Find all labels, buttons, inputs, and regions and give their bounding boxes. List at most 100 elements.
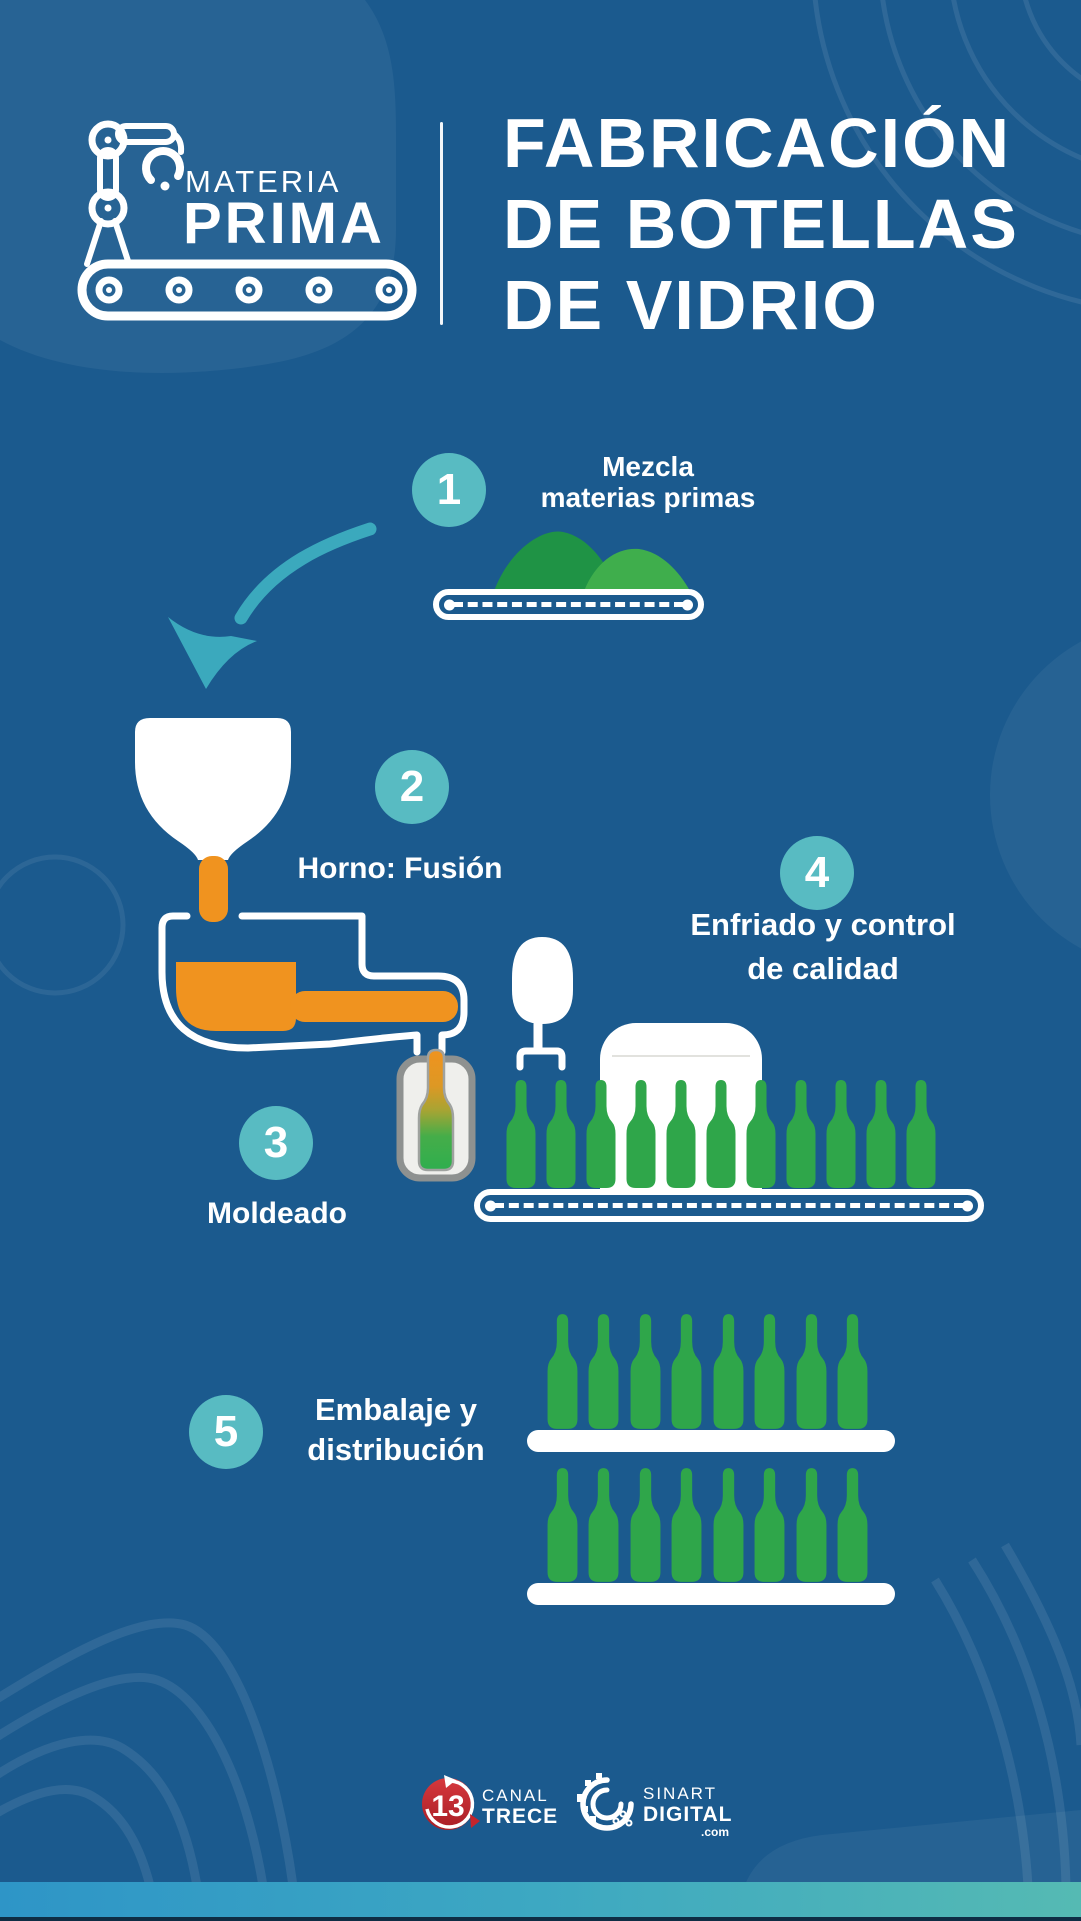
step-1-label: Mezcla materias primas	[498, 451, 798, 513]
belt-end-dot	[485, 1200, 496, 1211]
green-bottle-icon	[547, 1314, 578, 1429]
brand-name-bottom: PRIMA	[183, 191, 385, 256]
blob-right-circle	[990, 641, 1081, 949]
curved-arrow-icon	[168, 522, 377, 689]
wave-lines-bottom-left	[0, 1618, 298, 1888]
mound-light	[584, 548, 690, 591]
step-4-number-badge: 4	[780, 836, 854, 910]
green-bottle-icon	[754, 1468, 785, 1582]
sinart-line1: SINART	[643, 1784, 717, 1803]
shelf-bar-2	[527, 1583, 895, 1605]
sinart-digital-logo: SINART DIGITAL .com	[577, 1773, 732, 1839]
mound-dark	[494, 531, 619, 591]
green-bottle-icon	[796, 1314, 826, 1429]
cooling-conveyor-belt	[474, 1189, 984, 1222]
step-3-number-badge: 3	[239, 1106, 313, 1180]
brand-name-top: MATERIA	[185, 164, 342, 199]
wave-lines-bottom-right	[931, 1542, 1081, 1887]
step-5-label-line2: distribución	[307, 1432, 485, 1467]
green-bottle-icon	[826, 1080, 856, 1188]
step-3-number: 3	[263, 1118, 289, 1167]
step-2-label: Horno: Fusión	[297, 852, 503, 885]
mold-icon	[396, 1048, 476, 1182]
step-5-number-badge: 5	[189, 1395, 263, 1469]
title-line-1: FABRICACIÓN	[503, 104, 1012, 182]
step-4-label: Enfriado y control de calidad	[662, 903, 984, 991]
step-3-label: Moldeado	[207, 1197, 347, 1230]
green-bottle-icon	[837, 1314, 868, 1429]
ring-left-middle	[0, 854, 126, 996]
step-2-number-badge: 2	[375, 750, 449, 824]
green-bottle-icon	[866, 1080, 896, 1188]
step-1-number-badge: 1	[412, 453, 486, 527]
sinart-circuit-dots	[612, 1810, 633, 1827]
raw-material-mounds-icon	[494, 531, 690, 591]
canal13-line1: CANAL	[482, 1786, 549, 1805]
step-5-label: Embalaje y distribución	[285, 1390, 507, 1470]
step-1-label-line2: materias primas	[540, 482, 756, 513]
title-line-3: DE VIDRIO	[503, 266, 879, 344]
belt-dashed-line	[494, 1202, 964, 1208]
conveyor-roller-dots	[106, 287, 392, 293]
bottom-dark-strip	[0, 1917, 1081, 1921]
tunnel-seam-line	[612, 1055, 750, 1057]
robot-arm-conveyor-icon	[77, 120, 417, 321]
step-1-number: 1	[436, 465, 462, 514]
molten-glass-bowl	[176, 962, 296, 1031]
step-4-label-line1: Enfriado y control	[690, 907, 956, 942]
page-title: FABRICACIÓN DE BOTELLAS DE VIDRIO	[503, 103, 1019, 346]
green-bottle-icon	[671, 1468, 702, 1582]
canal13-number: 13	[431, 1790, 464, 1823]
title-line-2: DE BOTELLAS	[503, 185, 1019, 263]
green-bottle-icon	[837, 1468, 868, 1582]
canal-trece-logo: 13 CANAL TRECE	[422, 1775, 558, 1830]
belt-end-dot	[444, 599, 455, 610]
belt-end-dot	[682, 599, 693, 610]
cooling-conveyor-bottles	[505, 1078, 937, 1190]
shelf-row-2-bottles	[546, 1466, 869, 1584]
green-bottle-icon	[713, 1314, 744, 1429]
green-bottle-icon	[796, 1468, 826, 1582]
step-5-number: 5	[213, 1407, 239, 1456]
gradient-bottle	[417, 1048, 455, 1172]
hopper-icon	[135, 718, 291, 922]
green-bottle-icon	[746, 1080, 776, 1188]
green-bottle-icon	[586, 1080, 616, 1188]
step-4-number: 4	[804, 848, 830, 897]
step-1-label-line1: Mezcla	[602, 451, 694, 482]
bottom-gradient-bar	[0, 1882, 1081, 1917]
green-bottle-icon	[906, 1080, 936, 1188]
blob-top-left	[0, 0, 396, 374]
green-bottle-icon	[626, 1080, 656, 1188]
conveyor-rollers	[95, 276, 403, 304]
canal13-line2: TRECE	[482, 1805, 558, 1828]
sinart-line2: DIGITAL	[643, 1803, 732, 1826]
mixing-conveyor-belt	[433, 589, 704, 620]
green-bottle-icon	[671, 1314, 702, 1429]
step-2-number: 2	[399, 762, 425, 811]
belt-dashed-line	[453, 601, 684, 607]
shelf-bar-1	[527, 1430, 895, 1452]
green-bottle-icon	[547, 1468, 578, 1582]
green-bottle-icon	[706, 1080, 736, 1188]
green-bottle-icon	[754, 1314, 785, 1429]
green-bottle-icon	[588, 1468, 619, 1582]
step-5-label-line1: Embalaje y	[315, 1392, 477, 1427]
green-bottle-icon	[588, 1314, 619, 1429]
gob-feeder-icon	[512, 937, 573, 1071]
green-bottle-icon	[666, 1080, 696, 1188]
green-bottle-icon	[630, 1314, 661, 1429]
header-divider	[440, 122, 443, 325]
step-4-label-line2: de calidad	[747, 951, 899, 986]
green-bottle-icon	[786, 1080, 816, 1188]
green-bottle-icon	[713, 1468, 744, 1582]
molten-glass-channel	[290, 991, 458, 1022]
furnace-channel-icon	[158, 912, 468, 1056]
sinart-pixels	[577, 1773, 602, 1822]
green-bottle-icon	[630, 1468, 661, 1582]
sinart-line3: .com	[701, 1825, 729, 1839]
belt-end-dot	[962, 1200, 973, 1211]
green-bottle-icon	[506, 1080, 536, 1188]
shelf-row-1-bottles	[546, 1312, 869, 1431]
